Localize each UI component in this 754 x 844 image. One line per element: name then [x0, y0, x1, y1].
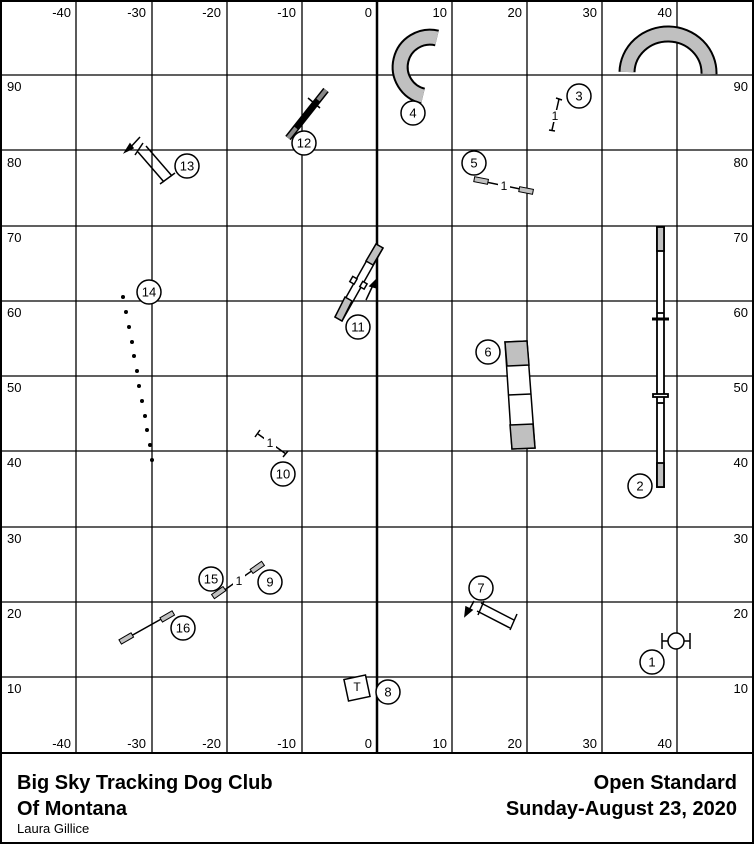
y-tick: 80 — [7, 155, 21, 170]
jump-10: 1 — [254, 429, 289, 458]
obstacle-number: 16 — [176, 621, 190, 636]
obstacle-number: 7 — [477, 581, 484, 596]
panel-jump-5: 1 — [473, 176, 535, 195]
dogwalk-2 — [652, 226, 669, 488]
designer-name: Laura Gillice — [17, 821, 89, 836]
trial-date: Sunday-August 23, 2020 — [506, 798, 737, 820]
y-tick: 30 — [734, 531, 748, 546]
y-tick: 50 — [734, 380, 748, 395]
x-tick: -10 — [277, 5, 296, 20]
y-tick: 20 — [7, 606, 21, 621]
obstacle-numbers — [136, 83, 665, 705]
y-tick: 60 — [734, 305, 748, 320]
x-tick: 0 — [365, 5, 372, 20]
y-tick: 90 — [734, 79, 748, 94]
y-tick: 40 — [7, 455, 21, 470]
x-tick: 10 — [433, 736, 447, 751]
chute-13 — [122, 136, 176, 185]
obstacle-number: 5 — [470, 156, 477, 171]
jump-bar-label: 1 — [501, 179, 508, 193]
obstacle-number: 11 — [351, 320, 365, 335]
x-tick: -10 — [277, 736, 296, 751]
table-6 — [504, 340, 536, 450]
x-tick: 30 — [583, 736, 597, 751]
tunnel-top-right — [618, 25, 718, 75]
obstacle-number: 10 — [276, 467, 290, 482]
x-tick: 0 — [365, 736, 372, 751]
obstacle-number: 3 — [575, 89, 582, 104]
y-tick: 90 — [7, 79, 21, 94]
jump-bar-label: 1 — [552, 109, 559, 123]
y-tick: 70 — [7, 230, 21, 245]
obstacle-number: 15 — [204, 572, 218, 587]
x-tick: 40 — [658, 5, 672, 20]
seesaw-11 — [333, 242, 385, 323]
panel-jump-16 — [118, 610, 176, 645]
y-tick: 10 — [734, 681, 748, 696]
x-tick: 20 — [508, 736, 522, 751]
x-axis-top: -40 -30 -20 -10 0 10 20 30 40 — [52, 5, 672, 20]
obstacle-number: 4 — [409, 106, 416, 121]
x-tick: -20 — [202, 736, 221, 751]
jump-bar-label: 1 — [267, 436, 274, 450]
obstacle-number: 14 — [142, 285, 156, 300]
y-tick: 40 — [734, 455, 748, 470]
class-name: Open Standard — [594, 772, 737, 794]
x-tick: 40 — [658, 736, 672, 751]
weave-poles-14 — [121, 295, 154, 462]
x-tick: -40 — [52, 736, 71, 751]
obstacle-number: 2 — [636, 479, 643, 494]
club-name-line2: Of Montana — [17, 798, 128, 820]
y-tick: 70 — [734, 230, 748, 245]
x-tick: -40 — [52, 5, 71, 20]
y-axis-right: 90 80 70 60 50 40 30 20 10 — [734, 79, 748, 696]
table-8: T — [343, 674, 371, 702]
x-tick: 10 — [433, 5, 447, 20]
x-tick: -20 — [202, 5, 221, 20]
jump-bar-label: 1 — [236, 574, 243, 588]
broad-jump-12 — [285, 87, 329, 141]
x-tick: 20 — [508, 5, 522, 20]
obstacle-number: 8 — [384, 685, 391, 700]
y-tick: 30 — [7, 531, 21, 546]
table-label: T — [353, 680, 361, 694]
y-tick: 20 — [734, 606, 748, 621]
tunnel-4 — [391, 28, 439, 105]
footer: Big Sky Tracking Dog Club Of Montana Lau… — [17, 772, 737, 836]
jump-3: 1 — [548, 97, 563, 132]
y-tick: 50 — [7, 380, 21, 395]
y-tick: 60 — [7, 305, 21, 320]
chute-7 — [464, 600, 518, 631]
obstacle-number: 6 — [484, 345, 491, 360]
obstacle-number: 1 — [648, 655, 655, 670]
obstacle-number: 9 — [266, 575, 273, 590]
tire-start-1 — [661, 632, 691, 650]
club-name: Big Sky Tracking Dog Club — [17, 772, 273, 794]
obstacle-number: 13 — [180, 159, 194, 174]
y-axis-left: 90 80 70 60 50 40 30 20 10 — [7, 79, 21, 696]
y-tick: 80 — [734, 155, 748, 170]
y-tick: 10 — [7, 681, 21, 696]
x-tick: 30 — [583, 5, 597, 20]
x-axis-bottom: -40 -30 -20 -10 0 10 20 30 40 — [52, 736, 672, 751]
panel-jump-9-15: 1 — [210, 560, 266, 600]
obstacle-number-labels: 1 2 3 4 5 6 7 8 9 10 11 12 13 14 15 16 — [142, 89, 656, 700]
x-tick: -30 — [127, 5, 146, 20]
x-tick: -30 — [127, 736, 146, 751]
obstacle-number: 12 — [297, 136, 311, 151]
